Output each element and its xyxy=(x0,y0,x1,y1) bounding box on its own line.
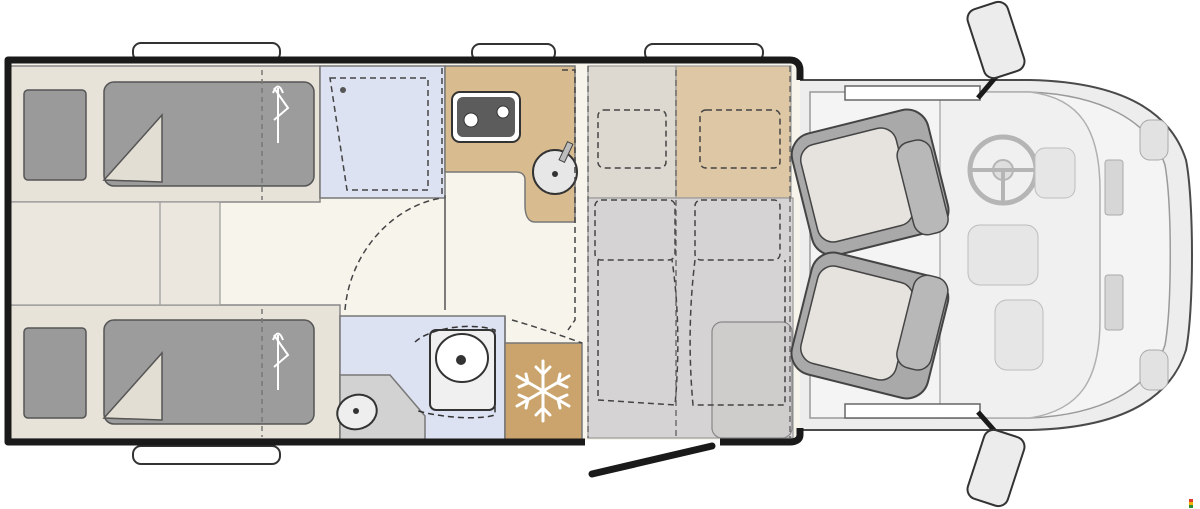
hanger-icon xyxy=(272,332,290,390)
outer-walls xyxy=(4,56,804,446)
logo-icon xyxy=(1189,499,1193,508)
rear-bed-right xyxy=(9,304,341,440)
window-icon xyxy=(132,445,281,465)
door-ledge xyxy=(844,85,981,101)
rear-bed-left xyxy=(9,65,321,203)
fridge xyxy=(504,342,583,441)
pillow xyxy=(23,89,87,181)
mirror-icon-top xyxy=(966,0,1026,100)
bed-step xyxy=(9,201,221,306)
wardrobe xyxy=(319,65,446,199)
mirror-icon-bottom xyxy=(966,410,1026,508)
toilet-icon xyxy=(414,325,496,419)
headlight xyxy=(1139,349,1169,391)
drop-down-bed xyxy=(587,65,794,439)
kitchen xyxy=(444,65,578,331)
window-icons-bottom xyxy=(132,445,281,465)
pillow xyxy=(23,327,87,419)
sink-icon xyxy=(336,393,378,431)
dash-pad xyxy=(994,299,1044,371)
grille-slot xyxy=(1104,159,1124,216)
door-ledge xyxy=(844,403,981,419)
seat-icon-passenger xyxy=(790,251,950,400)
door-swing xyxy=(344,197,443,311)
entrance-door xyxy=(588,442,716,478)
dash-pad xyxy=(967,224,1039,286)
snowflake-icon xyxy=(515,359,571,423)
dash-pad xyxy=(1034,147,1076,199)
dinette-seat-cushion xyxy=(711,321,793,439)
sink-icon xyxy=(532,141,578,195)
grille-slot xyxy=(1104,274,1124,331)
fridge-door-swing xyxy=(511,319,583,344)
bathroom xyxy=(336,315,506,441)
seat-icon-driver xyxy=(790,108,950,257)
headlight xyxy=(1139,119,1169,161)
hob-icon xyxy=(451,91,521,143)
hanger-icon xyxy=(272,85,290,143)
